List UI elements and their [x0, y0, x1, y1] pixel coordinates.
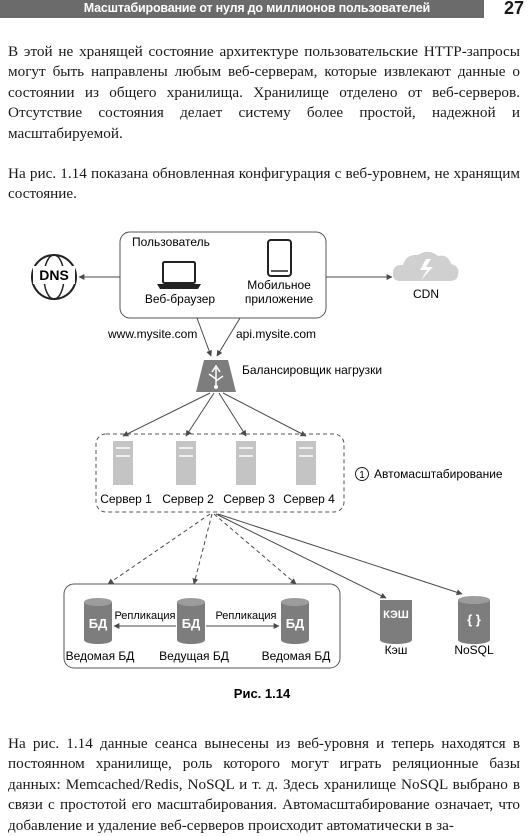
nosql-label: NoSQL	[454, 643, 494, 657]
user-label: Пользователь	[132, 235, 210, 249]
mobile-label-2: приложение	[245, 292, 314, 306]
cache-icon-text: КЭШ	[383, 609, 409, 621]
user-box	[119, 231, 327, 319]
nosql-icon-text: { }	[467, 612, 481, 627]
db-slave-right-icon-text: БД	[286, 616, 305, 631]
server-3-label: Сервер 3	[223, 492, 275, 506]
mobile-label-1: Мобильное	[247, 278, 311, 292]
figure-1-14: Пользователь Веб-браузер Мобильное прило…	[31, 231, 503, 701]
db-master-label: Ведущая БД	[159, 649, 229, 663]
load-balancer-icon	[196, 360, 236, 392]
dns-globe-icon: DNS	[31, 254, 77, 300]
figure-caption: Рис. 1.14	[234, 686, 291, 701]
db-slave-right-label: Ведомая БД	[262, 649, 331, 663]
replication-right-label: Репликация	[215, 610, 276, 622]
lb-to-server-4-arrow	[222, 392, 307, 437]
db-slave-left-icon-text: БД	[89, 616, 108, 631]
server-3-icon	[236, 441, 256, 485]
domain-web: www.mysite.com	[107, 327, 197, 341]
web-tier-box	[95, 433, 345, 513]
page-number: 27	[503, 0, 524, 18]
cdn-label: CDN	[413, 287, 439, 301]
cache-icon: КЭШ	[380, 600, 412, 644]
nosql-icon: { }	[458, 596, 490, 644]
db-master-icon-text: БД	[182, 616, 201, 631]
autoscale-label: Автомасштабирование	[374, 467, 503, 481]
web-to-nosql-line	[217, 513, 463, 596]
lb-to-server-2-arrow	[185, 392, 215, 437]
mobile-phone-icon	[267, 239, 292, 277]
replication-left-label: Репликация	[114, 610, 175, 622]
server-4-icon	[296, 441, 316, 485]
db-master-icon: БД	[177, 598, 205, 644]
lb-to-server-1-arrow	[122, 392, 211, 437]
dns-label: DNS	[39, 267, 69, 283]
autoscale-number: 1	[359, 470, 365, 481]
cdn-cloud-icon	[392, 251, 459, 281]
browser-label: Веб-браузер	[145, 292, 216, 306]
paragraph-1: В этой не хранящей состояние архитектуре…	[8, 43, 520, 142]
web-to-slave-right-line	[213, 513, 297, 585]
server-2-icon	[176, 441, 196, 485]
server-4-label: Сервер 4	[283, 492, 335, 506]
domain-api: api.mysite.com	[236, 327, 316, 341]
header-title: Масштабирование от нуля до миллионов пол…	[83, 1, 430, 15]
lb-to-server-3-arrow	[218, 392, 247, 437]
header-bar: Масштабирование от нуля до миллионов пол…	[0, 0, 484, 18]
paragraph-3: На рис. 1.14 данные сеанса вынесены из в…	[8, 735, 520, 834]
cache-label: Кэш	[385, 643, 408, 657]
user-to-lb-arrow-left	[196, 317, 212, 357]
web-to-slave-left-line	[107, 513, 211, 585]
db-slave-left-label: Ведомая БД	[66, 649, 135, 663]
server-1-icon	[113, 441, 133, 485]
data-tier-box	[63, 583, 341, 669]
db-slave-right-icon: БД	[281, 598, 309, 644]
load-balancer-label: Балансировщик нагрузки	[242, 363, 382, 377]
web-to-cache-line	[215, 513, 387, 599]
db-slave-left-icon: БД	[84, 598, 112, 644]
user-to-lb-arrow-right	[216, 317, 241, 357]
paragraph-2: На рис. 1.14 показана обновленная конфиг…	[8, 165, 520, 203]
web-to-master-line	[192, 513, 213, 585]
server-2-label: Сервер 2	[162, 492, 214, 506]
running-header: Масштабирование от нуля до миллионов пол…	[0, 0, 528, 18]
laptop-icon	[157, 261, 201, 289]
autoscale-marker	[355, 467, 369, 481]
server-1-label: Сервер 1	[100, 492, 152, 506]
